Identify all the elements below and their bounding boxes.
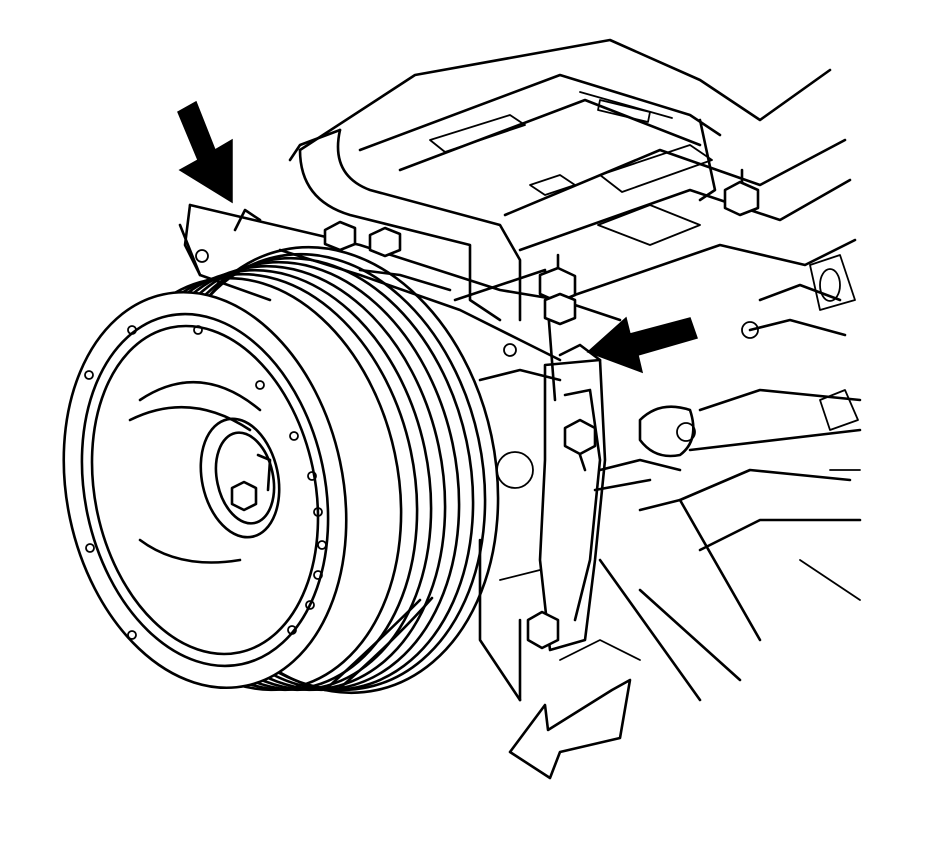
engine-block	[288, 38, 862, 702]
upper-left-arrow	[177, 100, 233, 204]
bracket-bolts	[323, 168, 760, 326]
right-arrow	[586, 316, 698, 374]
mounting-bracket	[496, 343, 682, 652]
engine-cover-bracket	[178, 128, 760, 458]
pulley-bolt-holes	[84, 325, 327, 640]
movement-arrow	[508, 678, 632, 780]
crankshaft-pulley	[62, 245, 500, 695]
